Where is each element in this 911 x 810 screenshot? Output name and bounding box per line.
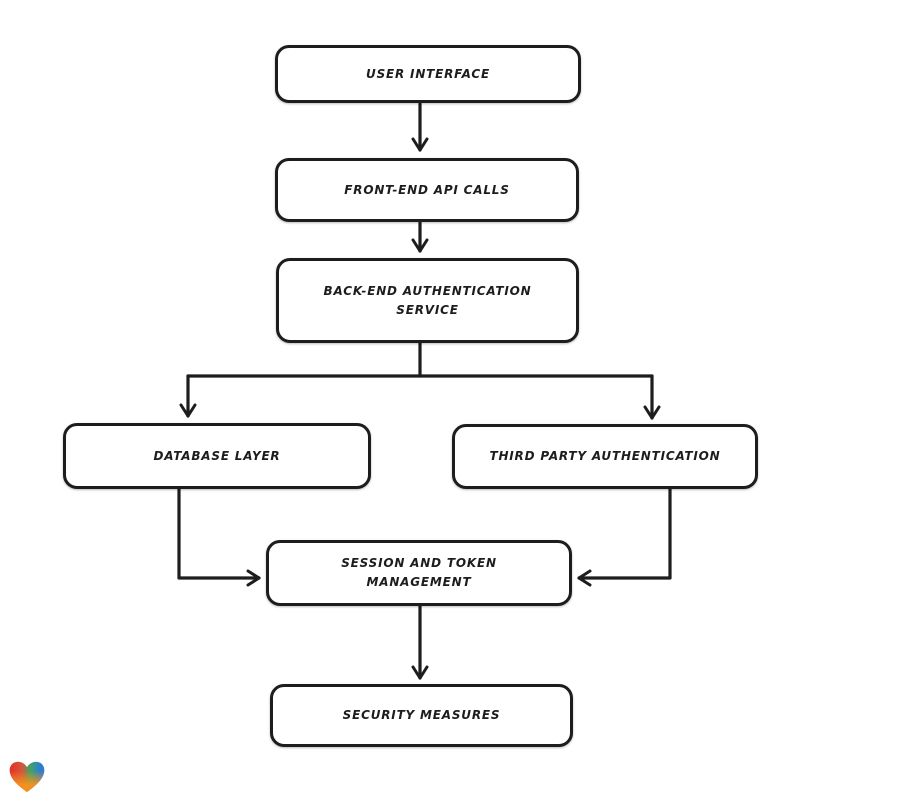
node-third-party-authentication-label: THIRD PARTY AUTHENTICATION bbox=[489, 449, 721, 464]
node-front-end-api-calls: FRONT-END API CALLS bbox=[275, 158, 579, 222]
node-third-party-authentication: THIRD PARTY AUTHENTICATION bbox=[452, 424, 758, 489]
heart-gradient-icon bbox=[9, 761, 45, 793]
node-user-interface-label: USER INTERFACE bbox=[366, 66, 490, 81]
edge-thirdparty-to-session bbox=[577, 487, 672, 587]
node-front-end-api-calls-label: FRONT-END API CALLS bbox=[344, 182, 510, 197]
node-session-and-token-management-label: SESSION AND TOKEN MANAGEMENT bbox=[341, 556, 497, 589]
node-database-layer: DATABASE LAYER bbox=[63, 423, 371, 489]
node-security-measures-label: SECURITY MEASURES bbox=[342, 708, 501, 723]
node-back-end-authentication-service: BACK-END AUTHENTICATION SERVICE bbox=[276, 258, 579, 343]
edge-database-to-session bbox=[177, 487, 261, 587]
node-user-interface: USER INTERFACE bbox=[275, 45, 581, 103]
node-back-end-authentication-service-label: BACK-END AUTHENTICATION SERVICE bbox=[323, 283, 532, 317]
node-session-and-token-management: SESSION AND TOKEN MANAGEMENT bbox=[266, 540, 572, 606]
node-security-measures: SECURITY MEASURES bbox=[270, 684, 573, 747]
node-database-layer-label: DATABASE LAYER bbox=[153, 448, 281, 463]
